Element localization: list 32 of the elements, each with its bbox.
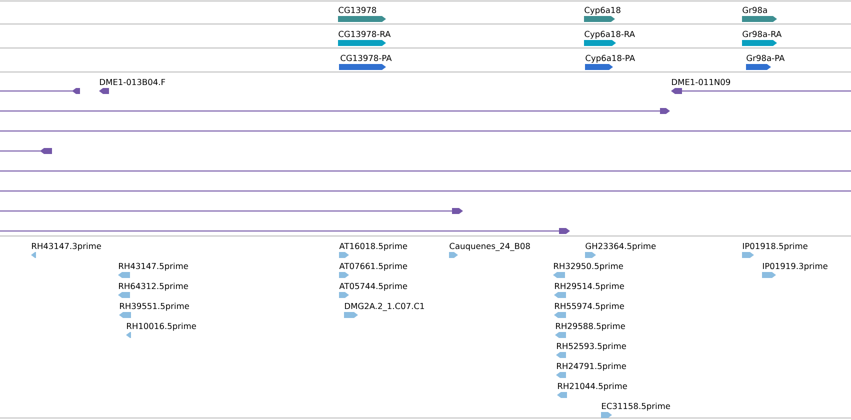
feature-label: RH55974.5prime — [555, 302, 624, 311]
feature-label: DME1-013B04.F — [100, 78, 166, 86]
feature-label: Gr98a — [742, 6, 767, 14]
feature-label: Cyp6a18-PA — [586, 54, 635, 63]
feature-label: IP01918.5prime — [743, 242, 808, 251]
feature-label: RH43147.3prime — [32, 242, 101, 251]
feature-label: RH43147.5prime — [119, 262, 188, 271]
feature-label: RH52593.5prime — [557, 342, 626, 351]
feature-label: RH24791.5prime — [557, 362, 626, 371]
feature-label: AT07661.5prime — [339, 262, 408, 271]
feature-label: RH64312.5prime — [119, 282, 188, 291]
feature-label: Cyp6a18-RA — [584, 30, 635, 39]
feature-label: Cauquenes_24_B08 — [450, 242, 530, 251]
feature-label: CG13978-RA — [338, 30, 391, 38]
feature-label: RH29588.5prime — [556, 322, 625, 331]
feature-label: RH32950.5prime — [554, 262, 623, 271]
feature-label: AT05744.5prime — [339, 282, 408, 291]
feature-label: EC31158.5prime — [602, 402, 670, 411]
feature-label: DMG2A.2_1.C07.C1 — [345, 302, 424, 311]
feature-label: CG13978-PA — [340, 54, 392, 62]
feature-label: RH10016.5prime — [127, 322, 196, 331]
feature-label: DME1-011N09 — [672, 78, 730, 86]
feature-label: Gr98a-PA — [746, 54, 785, 62]
feature-label: IP01919.3prime — [763, 262, 828, 271]
feature-label: RH39551.5prime — [120, 302, 189, 311]
feature-label: RH29514.5prime — [555, 282, 624, 291]
feature-label: Cyp6a18 — [584, 6, 620, 15]
feature-label: RH21044.5prime — [558, 382, 627, 391]
feature-label: AT16018.5prime — [339, 242, 408, 251]
feature-label: GH23364.5prime — [586, 242, 656, 251]
feature-label: CG13978 — [338, 6, 376, 14]
feature-label: Gr98a-RA — [742, 30, 782, 38]
